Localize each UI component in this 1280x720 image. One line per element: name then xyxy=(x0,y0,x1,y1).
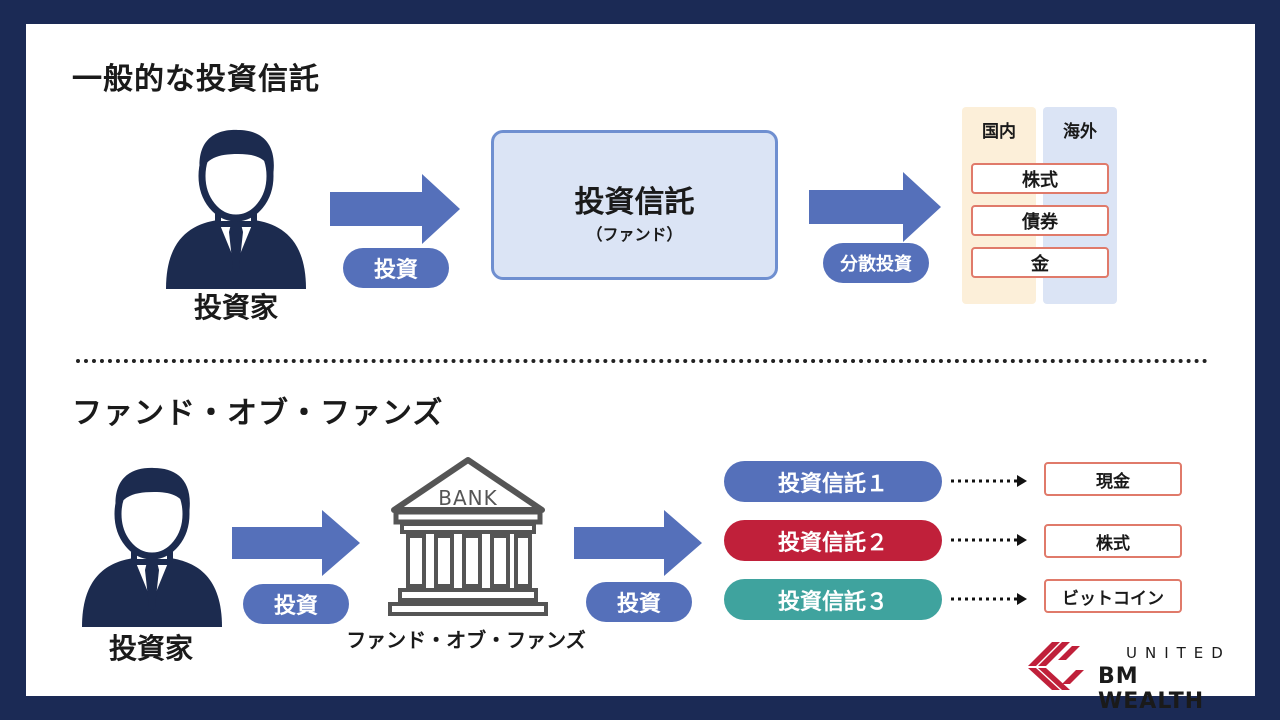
arrow-right-icon xyxy=(809,172,941,242)
asset-bonds: 債券 xyxy=(971,205,1109,236)
diversify-badge: 分散投資 xyxy=(823,243,929,283)
company-logo: UNITED BM WEALTH xyxy=(1022,638,1252,714)
trust-3: 投資信託３ xyxy=(724,579,942,620)
trust-2: 投資信託２ xyxy=(724,520,942,561)
logo-top-text: UNITED xyxy=(1126,644,1231,662)
logo-bottom-text: BM WEALTH xyxy=(1098,664,1205,714)
investor-icon xyxy=(82,467,222,627)
invest-badge: 投資 xyxy=(243,584,349,624)
slide: 一般的な投資信託 投資家 投資 投資信託 （ファンド） 分散投資 国内 海外 株… xyxy=(26,24,1255,714)
arrow-right-icon xyxy=(330,174,460,244)
bank-sign: BANK xyxy=(438,486,498,510)
trust-1: 投資信託１ xyxy=(724,461,942,502)
section1-title: 一般的な投資信託 xyxy=(72,62,320,97)
fof-caption: ファンド・オブ・ファンズ xyxy=(346,628,586,652)
section2-title: ファンド・オブ・ファンズ xyxy=(72,396,444,431)
overseas-header: 海外 xyxy=(1063,122,1097,142)
fof-asset-stocks: 株式 xyxy=(1044,524,1182,558)
dotted-arrow-icon xyxy=(951,475,1027,487)
arrow-right-icon xyxy=(232,510,360,576)
dotted-arrow-icon xyxy=(951,534,1027,546)
asset-gold: 金 xyxy=(971,247,1109,278)
logo-mark-icon xyxy=(1028,642,1084,690)
investor-label: 投資家 xyxy=(193,291,278,324)
bank-icon xyxy=(388,457,548,616)
investor-label: 投資家 xyxy=(108,632,193,665)
investor-icon xyxy=(166,129,306,289)
fof-asset-bitcoin: ビットコイン xyxy=(1044,579,1182,613)
invest-badge: 投資 xyxy=(343,248,449,288)
domestic-header: 国内 xyxy=(982,122,1016,142)
asset-stocks: 株式 xyxy=(971,163,1109,194)
fund-title: 投資信託 xyxy=(574,185,695,220)
arrow-right-icon xyxy=(574,510,702,576)
dotted-arrow-icon xyxy=(951,593,1027,605)
invest-badge: 投資 xyxy=(586,582,692,622)
fof-asset-cash: 現金 xyxy=(1044,462,1182,496)
section-divider xyxy=(76,359,1208,363)
fund-subtitle: （ファンド） xyxy=(586,225,683,244)
fund-box: 投資信託 （ファンド） xyxy=(491,130,778,280)
